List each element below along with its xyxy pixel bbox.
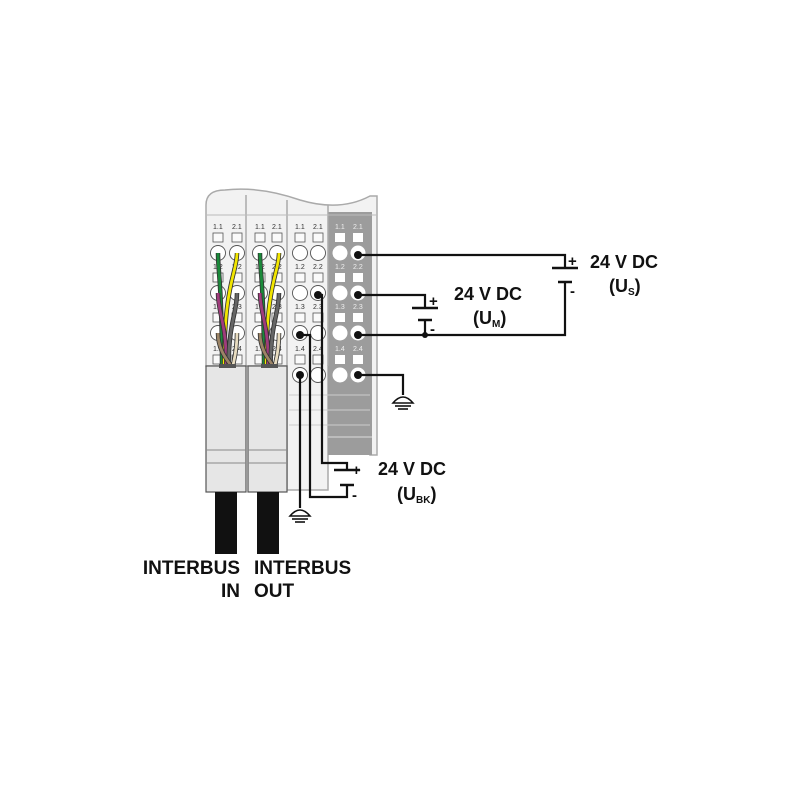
terminal-marker <box>231 232 243 243</box>
terminal-label: 2.1 <box>313 224 323 231</box>
terminal-label: 1.1 <box>255 224 265 231</box>
terminal-label: 1.1 <box>295 224 305 231</box>
svg-text:24 V DC: 24 V DC <box>590 252 658 272</box>
terminal-label: 1.4 <box>213 346 223 353</box>
ground-icon <box>391 396 415 410</box>
svg-text:+: + <box>568 253 577 270</box>
supply-um-label: + - 24 V DC (UM) <box>429 284 522 338</box>
terminal-label: 2.3 <box>313 304 323 311</box>
terminal-label: 1.3 <box>295 304 305 311</box>
terminal-marker <box>312 232 324 243</box>
terminal-marker <box>335 313 345 322</box>
cable-in <box>215 492 237 554</box>
svg-text:-: - <box>352 487 357 504</box>
connector-out <box>247 365 288 493</box>
supply-ubk-label: + - 24 V DC (UBK) <box>352 459 446 506</box>
svg-text:+: + <box>429 293 438 310</box>
terminal-clamp <box>332 367 348 383</box>
terminal-clamp <box>292 285 308 301</box>
terminal-marker <box>335 273 345 282</box>
terminal-label: 2.2 <box>353 264 363 271</box>
terminal-clamp <box>310 367 326 383</box>
ground-icon <box>288 509 312 523</box>
terminal-marker <box>353 233 363 242</box>
terminal-clamp <box>332 285 348 301</box>
terminal-label: 2.1 <box>232 224 242 231</box>
terminal-label: 2.2 <box>313 264 323 271</box>
svg-text:(US): (US) <box>609 276 641 298</box>
terminal-marker <box>335 233 345 242</box>
terminal-clamp <box>332 245 348 261</box>
cable-in-label: INTERBUS IN <box>143 558 240 602</box>
svg-text:24 V DC: 24 V DC <box>378 459 446 479</box>
svg-text:24 V DC: 24 V DC <box>454 284 522 304</box>
terminal-label: 2.4 <box>353 346 363 353</box>
svg-text:(UBK): (UBK) <box>397 484 436 506</box>
terminal-label: 2.1 <box>272 224 282 231</box>
terminal-label: 1.2 <box>335 264 345 271</box>
signal-wire <box>269 292 281 367</box>
terminal-marker <box>294 312 306 323</box>
terminal-label: 1.1 <box>335 224 345 231</box>
terminal-label: 2.3 <box>353 304 363 311</box>
svg-text:(UM): (UM) <box>473 308 506 330</box>
terminal-marker <box>353 355 363 364</box>
terminal-marker <box>294 272 306 283</box>
terminal-marker <box>312 272 324 283</box>
terminal-marker <box>353 273 363 282</box>
terminal-label: 1.4 <box>255 346 265 353</box>
svg-text:INTERBUS: INTERBUS <box>254 558 351 579</box>
terminal-clamp <box>292 245 308 261</box>
terminal-marker <box>353 313 363 322</box>
supply-us-label: + - 24 V DC (US) <box>568 252 658 300</box>
signal-wire <box>216 252 224 367</box>
terminal-label: 1.4 <box>295 346 305 353</box>
terminal-clamp <box>332 325 348 341</box>
terminal-label: 1.2 <box>295 264 305 271</box>
terminal-clamp <box>310 245 326 261</box>
terminal-marker <box>271 232 283 243</box>
terminal-marker <box>335 355 345 364</box>
colored-wires <box>215 252 282 368</box>
svg-text:-: - <box>430 321 435 338</box>
connector-in <box>205 365 247 493</box>
svg-text:INTERBUS: INTERBUS <box>143 558 240 579</box>
terminal-label: 1.3 <box>335 304 345 311</box>
cable-out <box>257 492 279 554</box>
cable-out-label: INTERBUS OUT <box>254 558 351 602</box>
svg-text:+: + <box>352 462 361 479</box>
svg-text:IN: IN <box>221 581 240 602</box>
circuit-wires <box>288 253 578 523</box>
svg-text:OUT: OUT <box>254 581 295 602</box>
terminal-label: 1.1 <box>213 224 223 231</box>
terminal-marker <box>294 232 306 243</box>
signal-wire <box>258 252 266 367</box>
svg-text:-: - <box>570 283 575 300</box>
signal-wire <box>227 292 239 367</box>
terminal-clamp <box>310 325 326 341</box>
terminal-points: 1.1 2.1 1.2 2.2 1.3 2.3 1.4 2.4 1.1 2.1 1.2 2.2 1.3 2… <box>210 224 366 383</box>
terminal-marker <box>212 232 224 243</box>
terminal-marker <box>294 354 306 365</box>
terminal-label: 2.1 <box>353 224 363 231</box>
terminal-label: 2.4 <box>313 346 323 353</box>
terminal-marker <box>254 232 266 243</box>
terminal-label: 1.4 <box>335 346 345 353</box>
